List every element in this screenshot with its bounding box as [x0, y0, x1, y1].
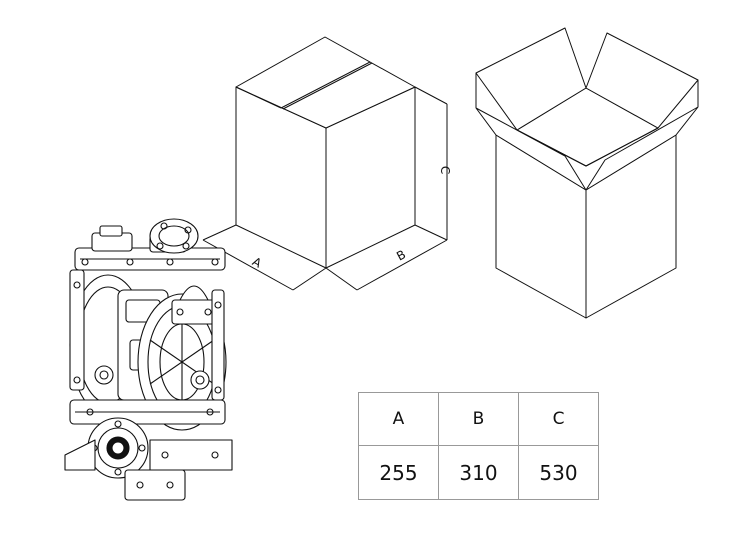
header-cell-b: B — [438, 392, 519, 446]
dimension-label-a: A — [250, 254, 265, 271]
dimensions-header-row: A B C — [358, 392, 599, 446]
dimensions-table: A B C 255 310 530 — [358, 392, 599, 500]
open-box — [475, 27, 699, 319]
dimension-label-b: B — [394, 247, 408, 263]
box-tape-seam — [280, 61, 371, 109]
dimensions-value-row: 255 310 530 — [358, 445, 599, 500]
value-cell-c: 530 — [518, 445, 599, 500]
value-cell-b: 310 — [438, 445, 519, 500]
pump-illustration — [64, 218, 233, 501]
value-cell-a: 255 — [358, 445, 439, 500]
dimension-label-c: C — [438, 166, 452, 174]
header-cell-a: A — [358, 392, 439, 446]
closed-box — [235, 36, 416, 269]
header-cell-c: C — [518, 392, 599, 446]
